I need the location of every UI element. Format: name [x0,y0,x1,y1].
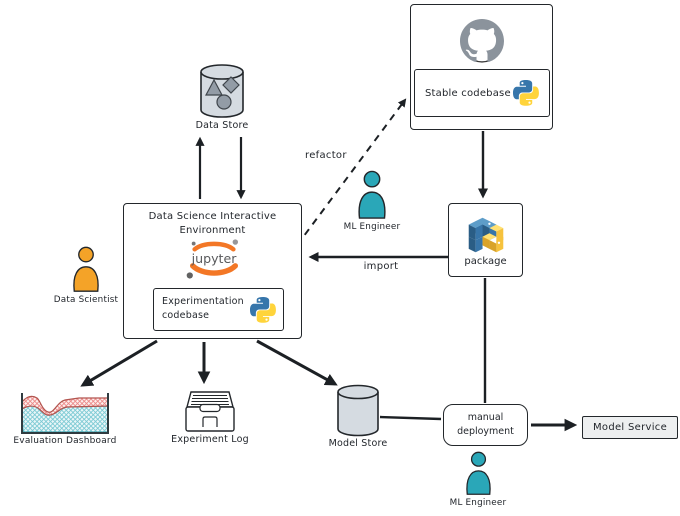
experimentation-line2: codebase [162,309,210,321]
database-cylinder-icon [325,383,391,438]
data-shapes-icon [205,76,240,110]
node-stable-codebase: Stable codebase [414,69,550,117]
actor-ml-engineer-bottom: ML Engineer [446,451,510,509]
data-store-label: Data Store [195,120,249,131]
manual-deployment-line2: deployment [457,426,514,437]
ml-engineer-bottom-label: ML Engineer [449,498,507,508]
node-experiment-log: Experiment Log [168,386,252,446]
experiment-log-label: Experiment Log [171,434,249,445]
line-modelstore-to-deployment [379,415,442,421]
arrow-dsenv-to-modelstore [256,339,338,386]
node-github-repo: Stable codebase [410,4,553,130]
person-icon [340,170,404,220]
actor-ml-engineer-top: ML Engineer [340,170,404,233]
node-data-store: Data Store [186,62,258,132]
arrow-dsenv-to-evaluation [80,339,158,387]
node-package: package [448,203,523,277]
stacked-area-chart-icon [5,390,125,436]
pypi-package-icon [466,216,506,254]
jupyter-wordmark: jupyter [191,251,238,266]
python-icon [250,297,276,323]
model-service-label: Model Service [592,422,668,433]
node-model-service: Model Service [582,416,678,439]
node-manual-deployment: manual deployment [443,404,528,446]
experimentation-line1: Experimentation [162,296,244,307]
person-icon [53,246,119,293]
python-icon [513,80,539,106]
edge-label-import: import [363,261,399,272]
ds-env-title: Data Science Interactive Environment [124,204,301,237]
package-label: package [464,255,507,267]
model-store-label: Model Store [328,438,388,449]
data-scientist-label: Data Scientist [53,295,119,305]
database-cylinder-icon [186,62,258,120]
ds-env-title-line2: Environment [179,224,246,236]
card-catalog-drawer-icon [168,386,252,434]
actor-data-scientist: Data Scientist [53,246,119,306]
node-ds-environment: Data Science Interactive Environment jup… [123,203,302,339]
pypi-yellow-cubes [482,224,503,252]
evaluation-dashboard-label: Evaluation Dashboard [13,436,117,446]
jupyter-icon: jupyter [183,236,245,282]
pypi-blue-cubes [468,217,496,252]
ds-env-title-line1: Data Science Interactive [148,211,277,222]
manual-deployment-line1: manual [467,412,504,424]
stable-codebase-label: Stable codebase [425,87,511,99]
node-model-store: Model Store [325,383,391,450]
ml-engineer-top-label: ML Engineer [343,222,401,232]
node-experimentation-codebase: Experimentation codebase [153,288,284,331]
node-evaluation-dashboard: Evaluation Dashboard [5,390,125,447]
manual-deployment-label: manual deployment [444,405,527,445]
person-icon [446,451,510,496]
github-icon [460,19,504,63]
edge-label-refactor: refactor [305,150,347,161]
experimentation-codebase-label: Experimentation codebase [162,295,244,323]
